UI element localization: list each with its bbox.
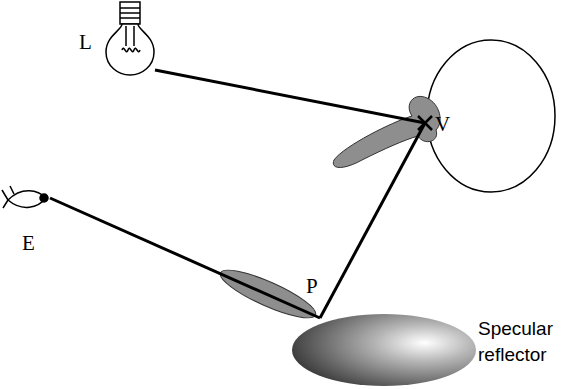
eye-ray xyxy=(50,198,320,318)
point-label: P xyxy=(306,274,318,298)
specular-reflector xyxy=(292,314,476,386)
surface-label: Specular reflector xyxy=(478,316,570,368)
light-bulb xyxy=(106,2,154,75)
point-mark xyxy=(418,116,432,130)
eye-icon xyxy=(2,186,48,208)
sphere-outline xyxy=(427,40,555,192)
reflected-ray xyxy=(320,123,425,318)
point-label: L xyxy=(79,30,92,54)
light-ray xyxy=(155,70,425,123)
point-label: V xyxy=(435,112,450,136)
point-label: E xyxy=(22,231,35,255)
